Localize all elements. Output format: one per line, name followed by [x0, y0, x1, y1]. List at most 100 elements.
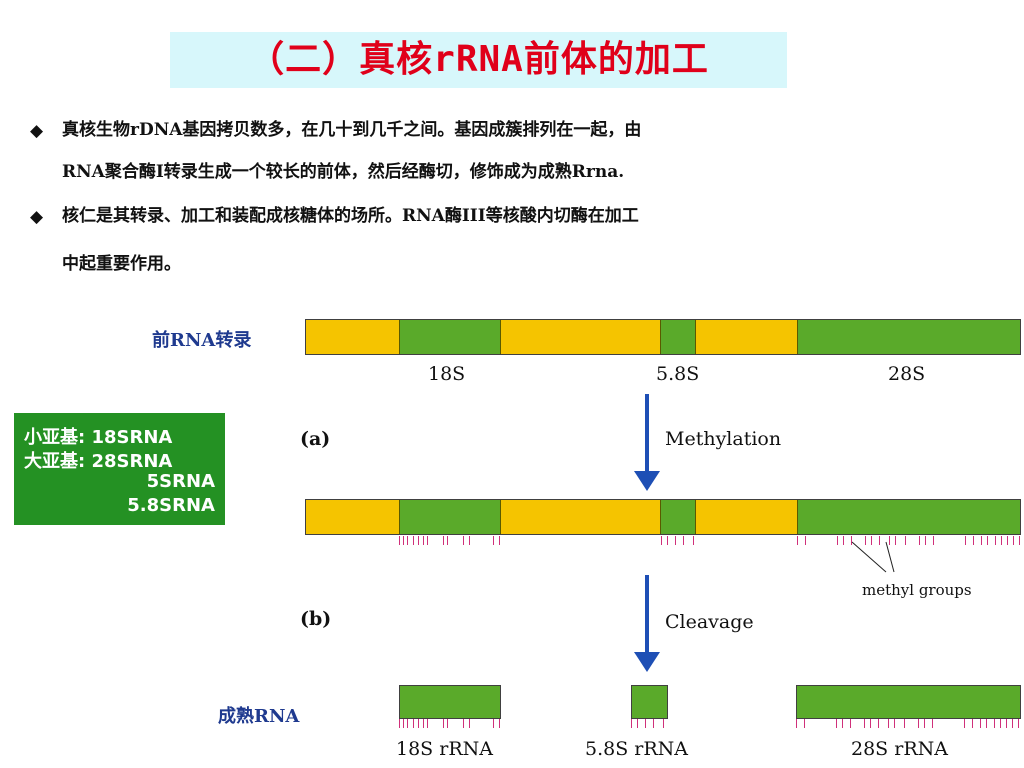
methyl-group-tick — [1001, 536, 1002, 545]
methyl-group-tick — [413, 719, 414, 728]
methyl-group-tick — [879, 536, 880, 545]
methyl-group-tick — [403, 719, 404, 728]
bullet-2-line-1: 核仁是其转录、加工和装配成核糖体的场所。RNA酶III等核酸内切酶在加工 — [62, 206, 639, 226]
methyl-group-tick — [925, 536, 926, 545]
mature-label-28s: 28S rRNA — [851, 738, 948, 760]
legend-line: 小亚基: 18SRNA — [24, 427, 173, 448]
pre-rna-label: 前RNA转录 — [152, 330, 252, 351]
spacer-segment — [696, 320, 798, 354]
methyl-group-tick — [981, 536, 982, 545]
methyl-group-tick — [796, 719, 797, 728]
methyl-group-tick — [994, 719, 995, 728]
methyl-group-tick — [418, 536, 419, 545]
methyl-pointer-lines — [851, 541, 895, 573]
methyl-group-tick — [1012, 719, 1013, 728]
cleavage-arrow-head — [634, 652, 660, 672]
methyl-group-tick — [986, 719, 987, 728]
methyl-group-tick — [850, 719, 851, 728]
methyl-group-tick — [842, 719, 843, 728]
methyl-group-tick — [905, 536, 906, 545]
methyl-group-tick — [631, 719, 632, 728]
methyl-group-tick — [407, 719, 408, 728]
methyl-group-tick — [407, 536, 408, 545]
bullet-1-line-1: 真核生物rDNA基因拷贝数多，在几十到几千之间。基因成簇排列在一起，由 — [62, 120, 642, 140]
segment-28s — [797, 686, 1020, 718]
methyl-group-tick — [924, 719, 925, 728]
methyl-group-tick — [663, 719, 664, 728]
methyl-group-tick — [805, 536, 806, 545]
step-b-label: (b) — [300, 608, 332, 630]
label-5-8s: 5.8S — [656, 363, 700, 385]
methyl-ticks-28s — [796, 719, 1021, 728]
methyl-group-tick — [972, 719, 973, 728]
methyl-group-tick — [1018, 719, 1019, 728]
methyl-group-tick — [843, 536, 844, 545]
methyl-group-tick — [864, 719, 865, 728]
methyl-group-tick — [888, 719, 889, 728]
methyl-group-tick — [987, 536, 988, 545]
mature-18s-rrna — [399, 685, 501, 719]
methyl-group-tick — [933, 536, 934, 545]
mature-label-18s: 18S rRNA — [396, 738, 493, 760]
methylation-arrow-shaft — [645, 394, 649, 472]
legend-line: 5SRNA — [146, 471, 215, 492]
title-band — [170, 32, 787, 88]
methyl-group-tick — [964, 719, 965, 728]
methyl-group-tick — [919, 536, 920, 545]
methyl-group-tick — [399, 536, 400, 545]
methyl-group-tick — [1000, 719, 1001, 728]
methyl-group-tick — [683, 536, 684, 545]
methyl-group-tick — [894, 719, 895, 728]
methyl-group-tick — [399, 719, 400, 728]
cleavage-arrow-shaft — [645, 575, 649, 653]
segment-28s — [798, 320, 1020, 354]
methyl-group-tick — [469, 536, 470, 545]
step-b-name: Cleavage — [665, 611, 754, 633]
methyl-group-tick — [645, 719, 646, 728]
methyl-group-tick — [1013, 536, 1014, 545]
label-28s: 28S — [888, 363, 926, 385]
methyl-group-tick — [463, 719, 464, 728]
methyl-group-tick — [403, 536, 404, 545]
methyl-group-tick — [797, 536, 798, 545]
methyl-group-tick — [443, 719, 444, 728]
methyl-group-tick — [851, 536, 852, 545]
methyl-group-tick — [889, 536, 890, 545]
label-18s: 18S — [428, 363, 466, 385]
segment-5-8s — [632, 686, 667, 718]
methyl-group-tick — [1007, 536, 1008, 545]
legend-line: 大亚基: 28SRNA — [24, 451, 173, 472]
methyl-group-tick — [980, 719, 981, 728]
methyl-group-tick — [443, 536, 444, 545]
methyl-group-tick — [653, 719, 654, 728]
methyl-group-tick — [675, 536, 676, 545]
methyl-group-tick — [973, 536, 974, 545]
spacer-segment — [501, 500, 661, 534]
methyl-groups-label: methyl groups — [862, 581, 972, 599]
bullet-marker-1: ◆ — [30, 121, 44, 141]
methyl-group-tick — [423, 719, 424, 728]
methyl-group-tick — [499, 719, 500, 728]
methyl-group-tick — [865, 536, 866, 545]
spacer-segment — [696, 500, 798, 534]
mature-rna-label: 成熟RNA — [218, 706, 300, 727]
methyl-group-tick — [871, 536, 872, 545]
methyl-group-tick — [965, 536, 966, 545]
methyl-group-tick — [418, 719, 419, 728]
methyl-group-tick — [427, 536, 428, 545]
methyl-group-tick — [423, 536, 424, 545]
methyl-group-tick — [427, 719, 428, 728]
methyl-group-tick — [1006, 719, 1007, 728]
page-title: （二）真核rRNA前体的加工 — [248, 39, 709, 80]
segment-18s — [400, 320, 501, 354]
bullet-1-line-2: RNA聚合酶I转录生成一个较长的前体，然后经酶切，修饰成为成熟Rrna. — [62, 162, 625, 182]
segment-18s — [400, 500, 501, 534]
spacer-segment — [306, 500, 400, 534]
step-a-name: Methylation — [665, 428, 782, 450]
segment-5-8s — [661, 320, 696, 354]
methyl-group-tick — [895, 536, 896, 545]
methyl-group-tick — [493, 719, 494, 728]
legend-line: 5.8SRNA — [127, 495, 215, 516]
bullet-2-line-2: 中起重要作用。 — [62, 254, 181, 274]
methyl-group-tick — [637, 719, 638, 728]
